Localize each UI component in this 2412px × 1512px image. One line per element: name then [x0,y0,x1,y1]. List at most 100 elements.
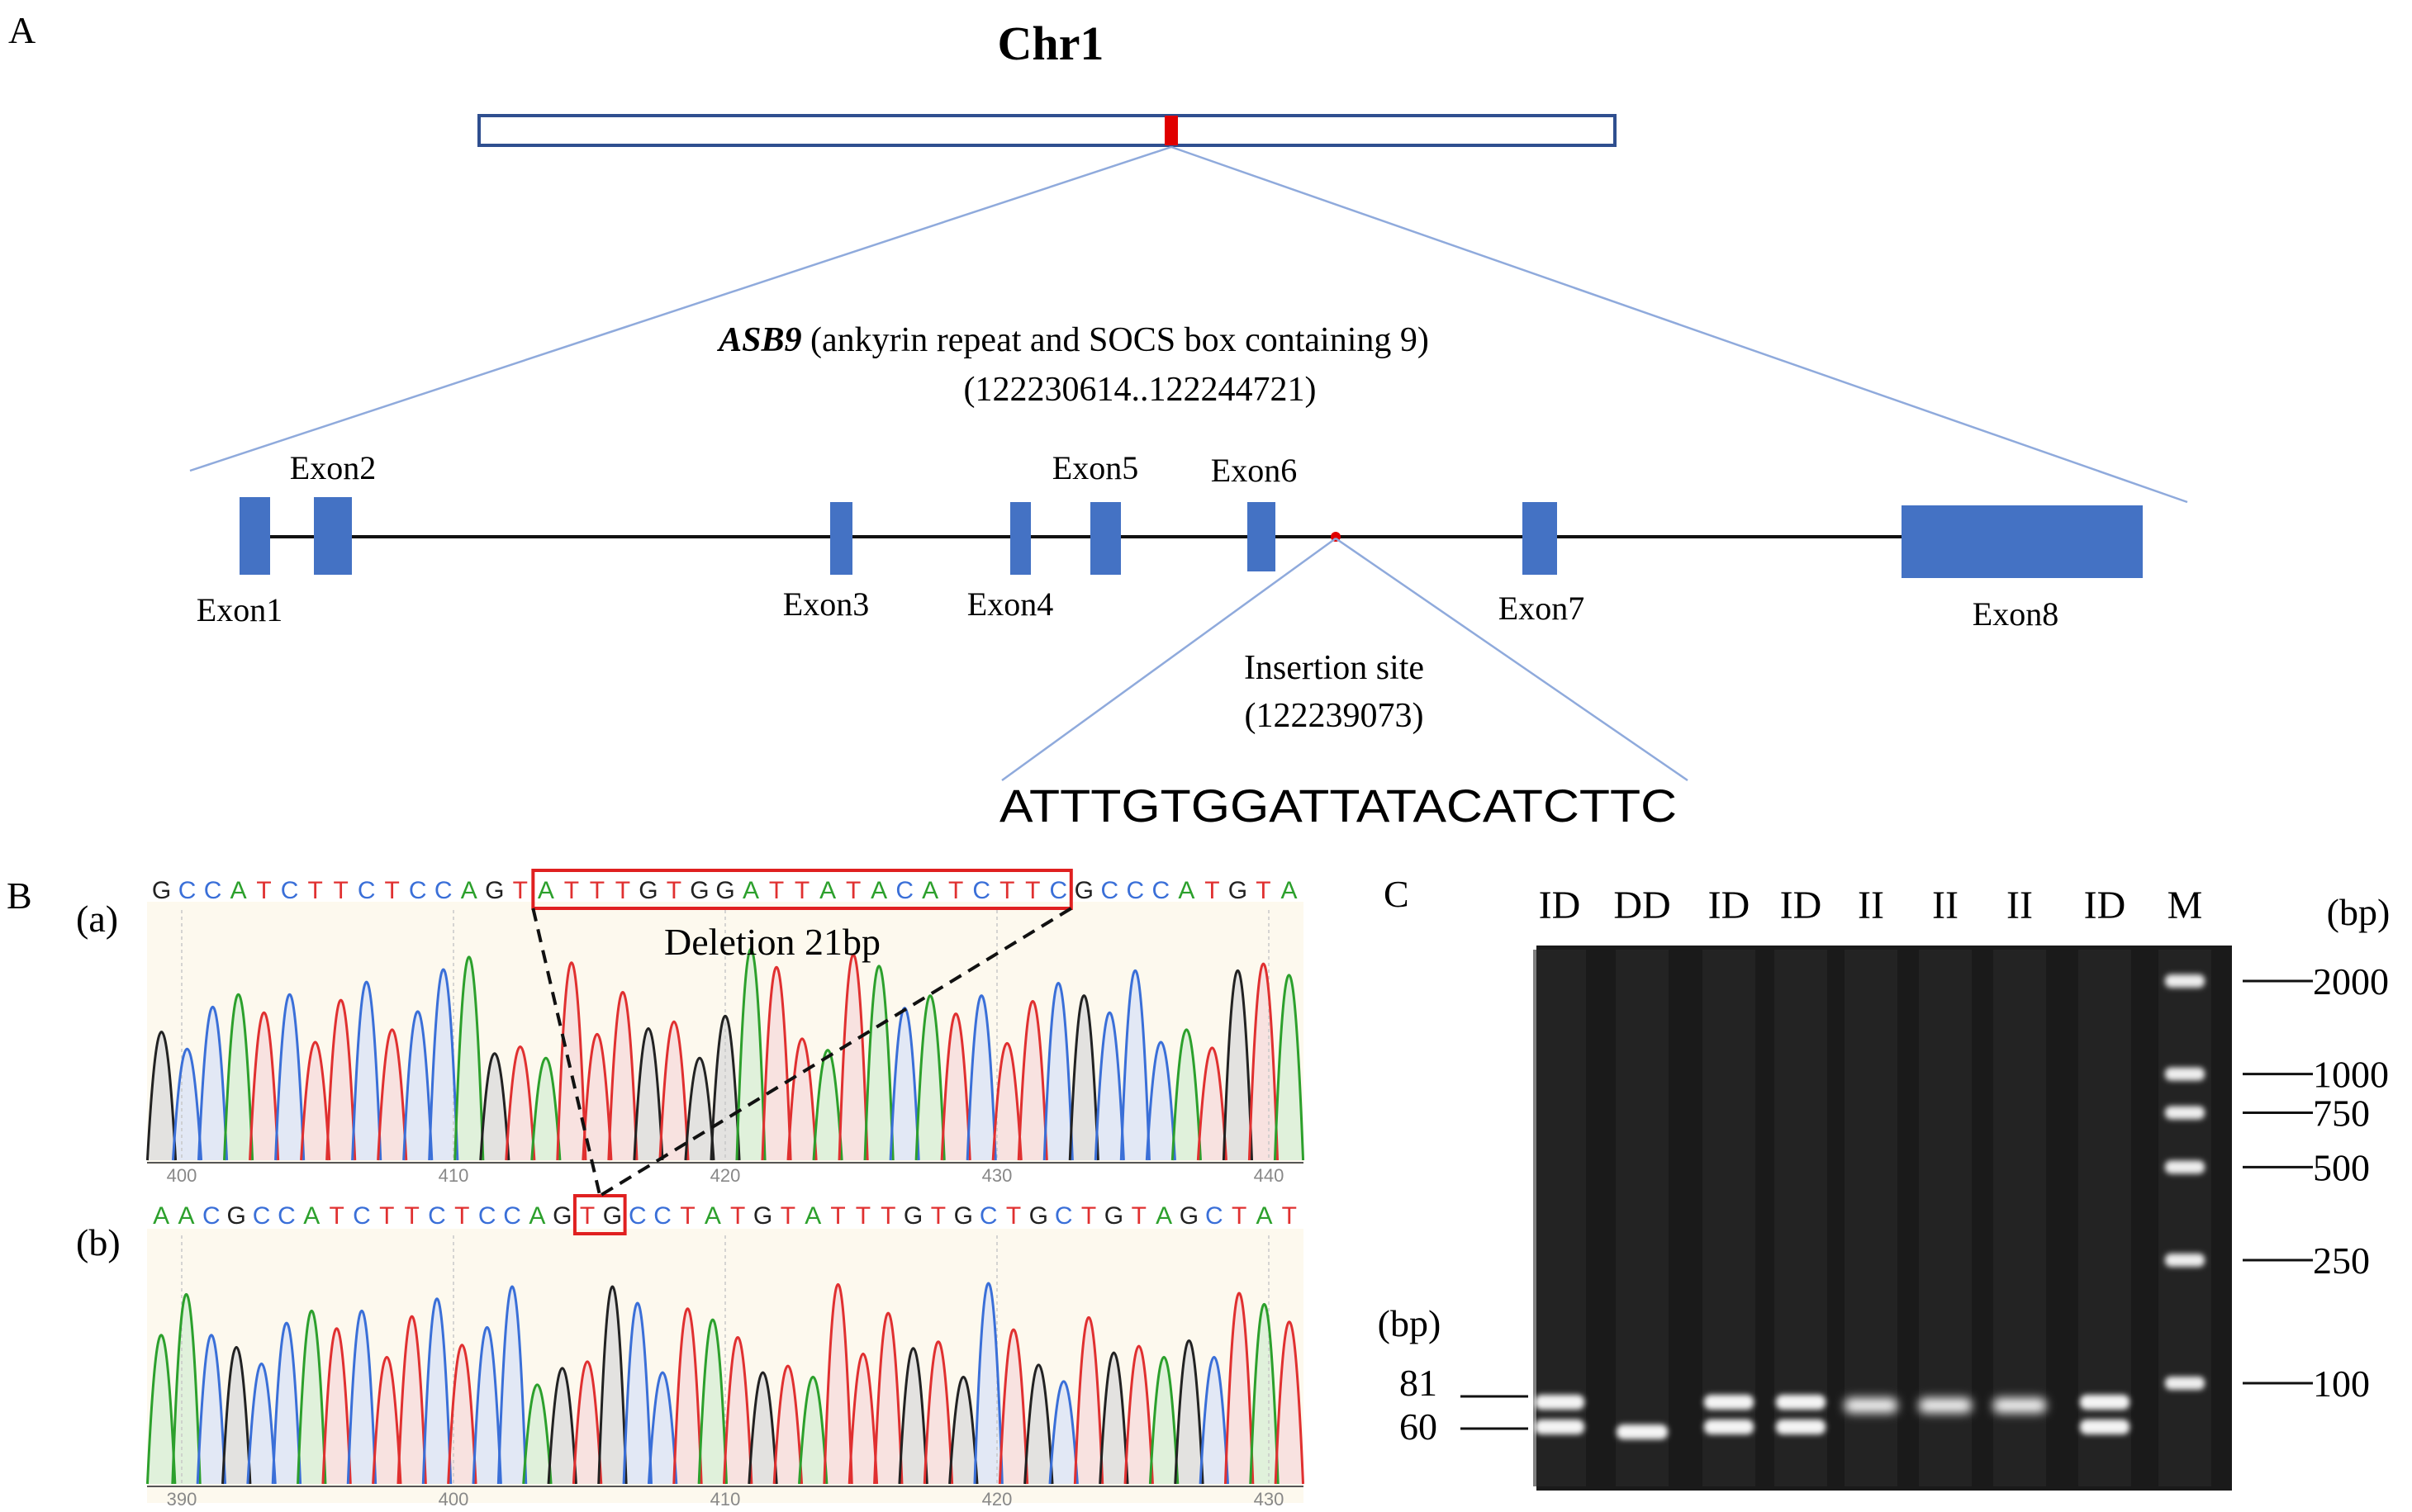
marker-band [2165,974,2205,988]
insertion-position: (122239073) [1245,697,1424,735]
base-letter: T [1006,1202,1021,1230]
peak-trace [697,1318,729,1485]
insertion-site-label: Insertion site [1244,649,1424,687]
peak-trace [772,1364,804,1485]
base-letter: C [428,1202,446,1230]
base-letter: T [856,1202,871,1230]
base-letter: A [1156,1202,1172,1230]
base-letter: G [1075,877,1094,904]
marker-band [2165,1067,2205,1081]
axis-tick-label: 410 [710,1489,741,1510]
peak-trace [1148,1356,1180,1485]
base-letter: C [503,1202,521,1230]
peak-trace [1174,1339,1204,1485]
peak-trace [914,994,946,1161]
peak-trace [1099,1351,1129,1485]
peak-trace [325,998,357,1161]
peak-trace [372,1356,402,1485]
lane-label: II [1932,884,1959,927]
peak-trace [145,1334,177,1485]
base-letter: T [999,877,1014,904]
base-letter: C [434,877,453,904]
peak-trace [923,1340,954,1485]
trace-b-label: (b) [76,1221,121,1263]
base-letter: G [690,877,709,904]
gel-lane [1616,950,1669,1486]
exon2-label: Exon2 [290,449,376,486]
base-letter: T [1132,1202,1147,1230]
peak-trace [748,1371,778,1485]
lane-label: ID [1780,884,1822,927]
peak-trace [658,1020,690,1161]
base-letter: C [278,1202,296,1230]
peak-trace [321,1327,352,1485]
peak-trace [848,1353,879,1485]
peak-trace [472,1326,502,1485]
base-letter: A [1280,877,1297,904]
trace-a-label: (a) [76,898,118,940]
base-letter: T [379,1202,394,1230]
peak-trace [402,1010,434,1161]
base-letter: T [404,1202,419,1230]
base-letter: C [204,877,222,904]
base-letter: C [895,877,914,904]
base-letter: A [705,1202,721,1230]
exon3-box [830,502,852,575]
base-letter: C [1127,877,1145,904]
peak-trace [505,1045,536,1161]
exon5-box [1090,502,1121,575]
base-letter: C [1055,1202,1073,1230]
peak-trace [1273,974,1305,1161]
peak-trace [798,1376,829,1485]
base-letter: C [629,1202,647,1230]
base-letter: A [819,877,836,904]
base-letter: T [564,877,579,904]
base-letter: C [478,1202,496,1230]
peak-trace [1094,1012,1125,1161]
band-size-81: 81 [1399,1362,1437,1404]
peak-trace [447,1344,477,1485]
peak-trace [297,1309,327,1485]
peak-trace [300,1040,331,1161]
base-letter: T [881,1202,895,1230]
axis-tick-label: 420 [982,1489,1013,1510]
base-letter: T [846,877,861,904]
marker-band [2165,1106,2205,1120]
base-letter: G [954,1202,973,1230]
base-letter: T [1081,1202,1096,1230]
base-letter: C [972,877,990,904]
peak-trace [572,1360,603,1485]
peak-trace [966,994,997,1161]
deletion-box-a [531,869,1073,910]
insertion-zoom-left [1001,537,1337,782]
peak-trace [812,1049,843,1161]
base-letter: C [1205,1202,1223,1230]
base-letter: T [256,877,271,904]
base-letter: T [329,1202,344,1230]
lane-label: ID [1708,884,1750,927]
peak-trace [823,1282,853,1485]
panel-c-label: C [1384,873,1409,915]
base-letter: A [1256,1202,1272,1230]
gel-band [2080,1395,2129,1410]
exon5-label: Exon5 [1052,449,1138,486]
peak-trace [547,1367,577,1485]
peak-trace [991,1041,1023,1161]
chromatogram-a-peaks [145,948,1305,1161]
gel-band [1776,1395,1826,1410]
peak-trace [396,1315,427,1485]
insertion-zoom-right [1335,537,1688,782]
peak-trace [998,1328,1029,1485]
base-letter: G [904,1202,923,1230]
base-letter: C [353,1202,371,1230]
peak-trace [1223,1292,1255,1485]
peak-trace [271,1321,302,1485]
lane-label: M [2167,884,2203,927]
gel-band [1776,1420,1826,1434]
peak-trace [1145,1040,1176,1161]
chromatogram-b-peaks [145,1282,1305,1485]
gene-description: (ankyrin repeat and SOCS box containing … [810,321,1429,359]
base-letter: G [715,877,734,904]
